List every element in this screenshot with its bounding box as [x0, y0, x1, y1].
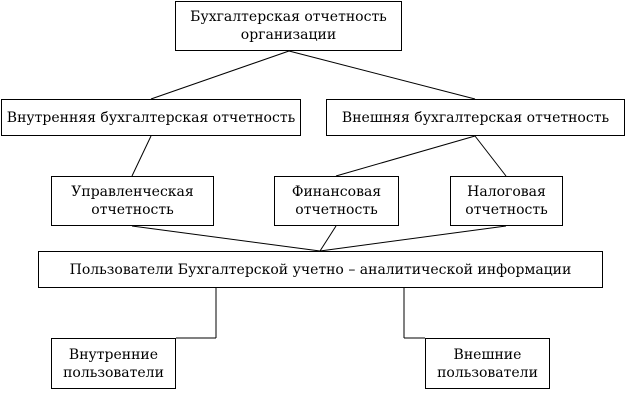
node-organization-reporting-line2: организации [240, 27, 337, 43]
node-internal-users-line1: Внутренние [68, 346, 159, 363]
edge-org-to-external [288, 50, 476, 100]
node-tax-reporting-line1: Налоговая [467, 184, 546, 200]
node-internal-reporting: Внутренняя бухгалтерская отчетность [1, 99, 301, 136]
edge-org-to-internal [150, 50, 290, 100]
node-management-reporting-line2: отчетность [91, 202, 174, 218]
edge-external-to-fin [335, 135, 476, 177]
node-external-users-line1: Внешние [453, 346, 522, 363]
node-internal-users: Внутренние пользователи [51, 338, 176, 389]
node-external-users-line2: пользователи [437, 364, 538, 381]
node-financial-reporting-line1: Финансовая [291, 184, 382, 200]
edge-fin-to-users [319, 225, 337, 252]
node-financial-reporting-line2: отчетность [295, 202, 378, 218]
node-tax-reporting: Налоговая отчетность [450, 176, 563, 226]
edge-mgmt-to-users [131, 225, 321, 252]
node-tax-reporting-line2: отчетность [465, 202, 548, 218]
node-information-users: Пользователи Бухгалтерской учетно – анал… [38, 251, 603, 288]
node-external-reporting-label: Внешняя бухгалтерская отчетность [341, 109, 610, 126]
node-external-reporting: Внешняя бухгалтерская отчетность [326, 99, 625, 136]
node-management-reporting: Управленческая отчетность [51, 176, 214, 226]
node-organization-reporting-line1: Бухгалтерская отчетность [190, 9, 387, 25]
node-external-users: Внешние пользователи [425, 338, 550, 389]
edge-tax-to-users [319, 225, 507, 252]
edge-internal-to-mgmt [131, 135, 152, 177]
node-financial-reporting: Финансовая отчетность [274, 176, 399, 226]
node-management-reporting-line1: Управленческая [71, 184, 194, 200]
node-internal-users-line2: пользователи [63, 364, 164, 381]
edge-external-to-tax [474, 135, 507, 177]
node-organization-reporting: Бухгалтерская отчетность организации [175, 1, 402, 51]
node-internal-reporting-label: Внутренняя бухгалтерская отчетность [6, 109, 296, 126]
node-information-users-label: Пользователи Бухгалтерской учетно – анал… [69, 261, 572, 278]
